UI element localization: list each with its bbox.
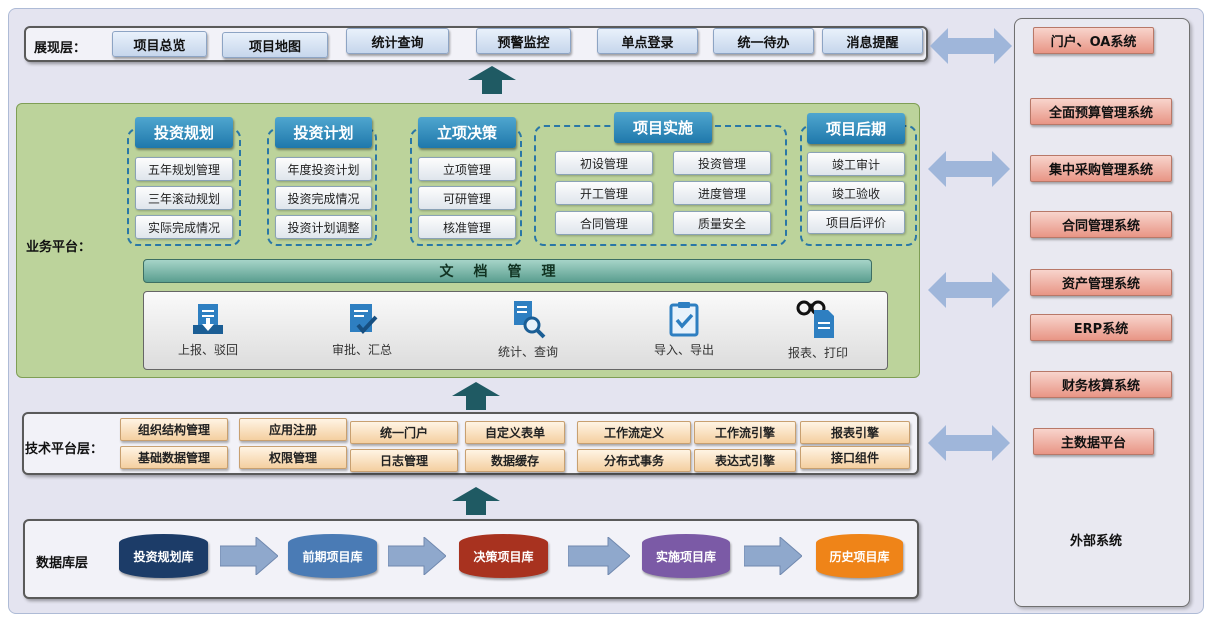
external-system[interactable]: 合同管理系统 bbox=[1030, 211, 1172, 238]
module-item[interactable]: 立项管理 bbox=[418, 157, 516, 181]
presentation-item-warning[interactable]: 预警监控 bbox=[476, 28, 571, 54]
tool-label: 上报、驳回 bbox=[177, 343, 238, 357]
tech-item[interactable]: 分布式事务 bbox=[577, 449, 691, 472]
presentation-item-statistics[interactable]: 统计查询 bbox=[346, 28, 449, 54]
module-title[interactable]: 项目实施 bbox=[614, 112, 712, 143]
tech-item[interactable]: 工作流引擎 bbox=[694, 421, 796, 444]
tech-item[interactable]: 基础数据管理 bbox=[120, 446, 228, 469]
right-arrow-icon bbox=[568, 537, 630, 575]
module-item[interactable]: 竣工审计 bbox=[807, 152, 905, 176]
database-cylinder[interactable]: 投资规划库 bbox=[119, 534, 208, 578]
presentation-item-todo[interactable]: 统一待办 bbox=[713, 28, 814, 54]
right-arrow-icon bbox=[220, 537, 278, 575]
module-item[interactable]: 投资完成情况 bbox=[275, 186, 372, 210]
module-item[interactable]: 三年滚动规划 bbox=[135, 186, 233, 210]
database-cylinder[interactable]: 前期项目库 bbox=[288, 534, 377, 578]
tool-label: 报表、打印 bbox=[787, 346, 848, 360]
module-item[interactable]: 质量安全 bbox=[673, 211, 771, 235]
tool-statistics-search[interactable]: 统计、查询 bbox=[488, 299, 568, 360]
module-title[interactable]: 投资规划 bbox=[135, 117, 233, 148]
module-item[interactable]: 进度管理 bbox=[673, 181, 771, 205]
module-item[interactable]: 年度投资计划 bbox=[275, 157, 372, 181]
module-item[interactable]: 投资管理 bbox=[673, 151, 771, 175]
presentation-item-message[interactable]: 消息提醒 bbox=[822, 28, 923, 54]
tech-item[interactable]: 自定义表单 bbox=[465, 421, 565, 444]
presentation-item-sso[interactable]: 单点登录 bbox=[597, 28, 698, 54]
external-system[interactable]: 财务核算系统 bbox=[1030, 371, 1172, 398]
tech-item[interactable]: 权限管理 bbox=[239, 446, 347, 469]
module-item[interactable]: 投资计划调整 bbox=[275, 215, 372, 239]
database-cylinder[interactable]: 决策项目库 bbox=[459, 534, 548, 578]
module-item[interactable]: 五年规划管理 bbox=[135, 157, 233, 181]
presentation-item-overview[interactable]: 项目总览 bbox=[112, 31, 207, 57]
tech-item[interactable]: 表达式引擎 bbox=[694, 449, 796, 472]
tool-import-export[interactable]: 导入、导出 bbox=[646, 301, 722, 358]
module-item[interactable]: 竣工验收 bbox=[807, 181, 905, 205]
up-arrow-icon bbox=[452, 487, 500, 515]
module-title[interactable]: 投资计划 bbox=[275, 117, 372, 148]
tech-item[interactable]: 组织结构管理 bbox=[120, 418, 228, 441]
statistics-search-icon bbox=[514, 301, 546, 339]
tool-label: 审批、汇总 bbox=[331, 343, 392, 357]
tech-item[interactable]: 工作流定义 bbox=[577, 421, 691, 444]
upload-reject-icon bbox=[193, 304, 223, 334]
tech-item[interactable]: 日志管理 bbox=[350, 449, 458, 472]
tech-item[interactable]: 报表引擎 bbox=[800, 421, 910, 444]
database-cylinder[interactable]: 实施项目库 bbox=[642, 534, 730, 578]
module-title[interactable]: 项目后期 bbox=[807, 113, 905, 144]
tool-upload-reject[interactable]: 上报、驳回 bbox=[170, 301, 246, 358]
external-system[interactable]: 全面预算管理系统 bbox=[1030, 98, 1172, 125]
module-item[interactable]: 可研管理 bbox=[418, 186, 516, 210]
double-arrow-icon bbox=[930, 28, 1012, 64]
external-system[interactable]: 集中采购管理系统 bbox=[1030, 155, 1172, 182]
module-item[interactable]: 项目后评价 bbox=[807, 210, 905, 234]
database-cylinder[interactable]: 历史项目库 bbox=[816, 534, 903, 578]
module-item[interactable]: 实际完成情况 bbox=[135, 215, 233, 239]
module-item[interactable]: 开工管理 bbox=[555, 181, 653, 205]
import-export-icon bbox=[669, 302, 699, 337]
business-platform-label: 业务平台： bbox=[26, 240, 92, 255]
external-systems-label: 外部系统 bbox=[1070, 534, 1123, 549]
approve-summary-icon bbox=[350, 304, 378, 335]
tool-report-print[interactable]: 报表、打印 bbox=[780, 296, 856, 361]
tool-label: 导入、导出 bbox=[653, 343, 714, 357]
right-arrow-icon bbox=[388, 537, 446, 575]
tool-label: 统计、查询 bbox=[497, 345, 558, 359]
double-arrow-icon bbox=[928, 272, 1010, 308]
tech-item[interactable]: 应用注册 bbox=[239, 418, 347, 441]
external-system[interactable]: 门户、OA系统 bbox=[1033, 27, 1154, 54]
database-layer-label: 数据库层 bbox=[36, 556, 89, 571]
external-system[interactable]: 资产管理系统 bbox=[1030, 269, 1172, 296]
presentation-item-map[interactable]: 项目地图 bbox=[222, 32, 328, 58]
tech-item[interactable]: 数据缓存 bbox=[465, 449, 565, 472]
presentation-layer-label: 展现层： bbox=[34, 41, 87, 56]
right-arrow-icon bbox=[744, 537, 802, 575]
module-item[interactable]: 初设管理 bbox=[555, 151, 653, 175]
up-arrow-icon bbox=[468, 66, 516, 94]
module-item[interactable]: 核准管理 bbox=[418, 215, 516, 239]
tech-item[interactable]: 接口组件 bbox=[800, 446, 910, 469]
tech-item[interactable]: 统一门户 bbox=[350, 421, 458, 444]
module-title[interactable]: 立项决策 bbox=[418, 117, 516, 148]
tech-platform-label: 技术平台层： bbox=[25, 442, 104, 457]
report-print-icon bbox=[796, 300, 834, 338]
external-system[interactable]: ERP系统 bbox=[1030, 314, 1172, 341]
document-management-bar[interactable]: 文档管理 bbox=[143, 259, 872, 283]
tool-approve-summary[interactable]: 审批、汇总 bbox=[324, 301, 400, 358]
up-arrow-icon bbox=[452, 382, 500, 410]
module-item[interactable]: 合同管理 bbox=[555, 211, 653, 235]
double-arrow-icon bbox=[928, 425, 1010, 461]
double-arrow-icon bbox=[928, 151, 1010, 187]
external-system[interactable]: 主数据平台 bbox=[1033, 428, 1154, 455]
